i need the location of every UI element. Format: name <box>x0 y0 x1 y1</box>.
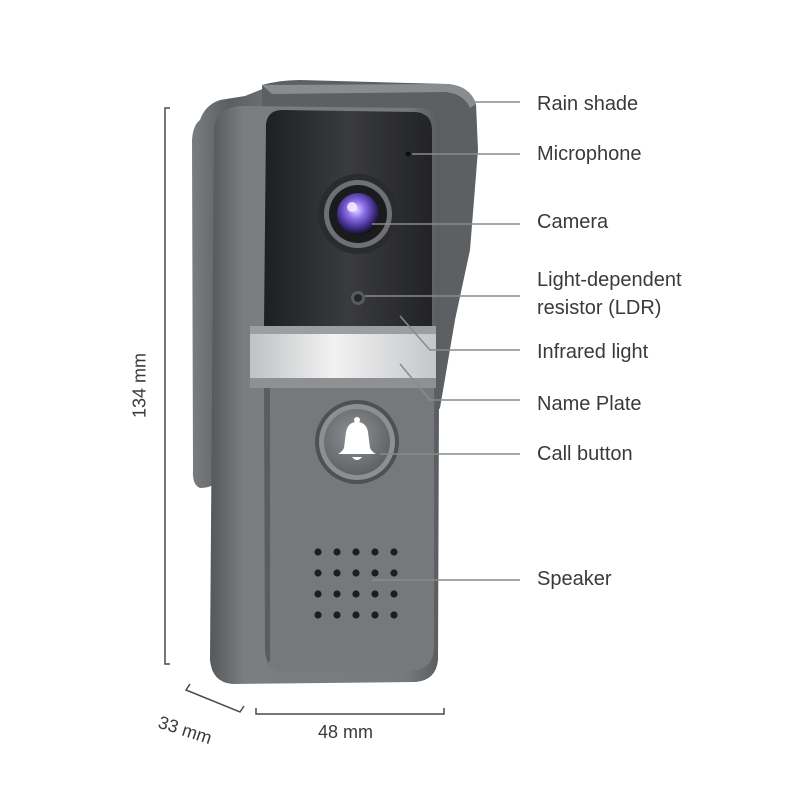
camera-lens <box>318 174 398 254</box>
speaker-hole <box>371 548 379 556</box>
microphone-hole <box>405 151 411 157</box>
leader-lines <box>365 101 520 581</box>
speaker-hole <box>352 548 360 556</box>
bell-icon <box>338 417 376 460</box>
dimension-lines <box>164 107 445 715</box>
speaker-hole <box>390 611 398 619</box>
label-speaker: Speaker <box>537 568 612 590</box>
width-dimension-label: 48 mm <box>318 722 374 742</box>
speaker-hole <box>333 611 341 619</box>
label-ldr-line2: resistor (LDR) <box>537 297 662 319</box>
width-dimension-line <box>255 708 445 715</box>
speaker-hole <box>333 569 341 577</box>
label-camera: Camera <box>537 211 609 233</box>
label-name-plate: Name Plate <box>537 393 642 415</box>
name-plate <box>250 326 436 388</box>
label-ldr-line1: Light-dependent <box>537 269 682 291</box>
depth-dimension-line <box>184 683 245 713</box>
height-dimension-label: 134 mm <box>129 352 150 419</box>
speaker-hole <box>390 590 398 598</box>
speaker-hole <box>352 611 360 619</box>
speaker-hole <box>390 548 398 556</box>
height-dimension-line <box>164 107 170 665</box>
speaker-hole <box>333 548 341 556</box>
label-infrared-light: Infrared light <box>537 341 649 363</box>
label-call-button: Call button <box>537 443 633 465</box>
speaker-hole <box>390 569 398 577</box>
call-button <box>315 400 399 484</box>
label-rain-shade: Rain shade <box>537 93 639 115</box>
speaker-hole <box>371 569 379 577</box>
speaker-hole <box>314 611 322 619</box>
speaker-grille <box>314 548 398 619</box>
leader-name-plate <box>399 363 520 401</box>
leader-infrared <box>399 315 520 351</box>
speaker-hole <box>371 611 379 619</box>
ldr-sensor <box>351 291 365 305</box>
speaker-hole <box>314 590 322 598</box>
speaker-hole <box>371 590 379 598</box>
speaker-hole <box>352 569 360 577</box>
speaker-hole <box>352 590 360 598</box>
speaker-hole <box>314 548 322 556</box>
speaker-hole <box>333 590 341 598</box>
label-microphone: Microphone <box>537 143 642 165</box>
speaker-hole <box>314 569 322 577</box>
